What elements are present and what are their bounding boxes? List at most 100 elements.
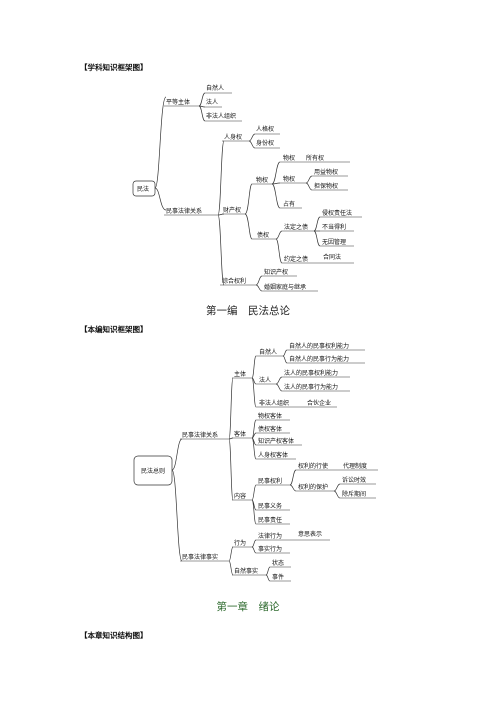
map1-bracket bbox=[313, 216, 321, 232]
map1-personal-right: 人身权 bbox=[224, 133, 242, 141]
map2-limitation: 诉讼时效 bbox=[342, 476, 366, 484]
map2-obj-person: 人身权客体 bbox=[258, 451, 288, 459]
map2-legal: 法人 bbox=[259, 376, 271, 384]
map2-bracket bbox=[333, 490, 341, 499]
map2-bracket bbox=[228, 377, 234, 440]
map1-usufruct: 用益物权 bbox=[314, 168, 338, 176]
chapter-title: 第一章 绪论 bbox=[216, 601, 280, 613]
map2-civil-right: 民事权利 bbox=[258, 477, 282, 485]
map1-bracket bbox=[271, 182, 281, 185]
map1-other-real-right-label: 物权 bbox=[283, 175, 295, 183]
map1-statutory-debt: 法定之债 bbox=[284, 223, 308, 231]
map2-fact: 民事法律事实 bbox=[182, 553, 218, 561]
part-title: 第一编 民法总论 bbox=[206, 305, 290, 317]
map2-partnership: 合伙企业 bbox=[307, 399, 331, 407]
map2-content: 内容 bbox=[234, 492, 246, 500]
map2-obj-debt: 债权客体 bbox=[258, 425, 282, 433]
map2-bracket bbox=[265, 566, 271, 576]
map2-legal-act: 法律行为 bbox=[258, 532, 282, 540]
map1-unjust-enrichment: 不当得利 bbox=[322, 223, 346, 231]
map1-ip: 知识产权 bbox=[264, 268, 288, 276]
map2-bracket bbox=[333, 483, 341, 492]
map2-bracket bbox=[282, 349, 288, 357]
map1-bracket bbox=[198, 105, 206, 122]
map2-relation: 民事法律关系 bbox=[182, 431, 218, 439]
map2-intent: 意思表示 bbox=[298, 530, 322, 538]
map2-civil-duty: 民事义务 bbox=[258, 502, 282, 510]
map1-bracket bbox=[271, 161, 281, 185]
map2-bracket bbox=[265, 574, 271, 582]
map1-identity-right: 身份权 bbox=[256, 139, 274, 147]
map1-bracket bbox=[217, 140, 225, 216]
map1-root: 民法 bbox=[137, 185, 149, 193]
map2-bracket bbox=[275, 383, 283, 392]
map2-bracket bbox=[251, 539, 257, 548]
discipline-map-heading: 【学科知识框架图】 bbox=[80, 63, 148, 72]
map1-real-right: 物权 bbox=[256, 176, 268, 184]
map1-branch-equal-subject bbox=[154, 96, 167, 189]
map1-possession: 占有 bbox=[283, 200, 295, 208]
map2-bracket bbox=[228, 546, 234, 562]
map2-object: 客体 bbox=[234, 430, 246, 438]
map2-bracket bbox=[275, 376, 283, 385]
map1-root-box bbox=[132, 180, 156, 197]
part-map-heading: 【本编知识框架图】 bbox=[80, 325, 148, 334]
map2-act: 行为 bbox=[234, 539, 246, 547]
map2-nat-capacity-act: 自然人的民事行为能力 bbox=[289, 355, 349, 363]
map2-bracket bbox=[251, 546, 257, 554]
map2-bracket bbox=[251, 377, 257, 408]
map1-legal-person: 法人 bbox=[206, 98, 218, 106]
map1-personality-right: 人格权 bbox=[256, 125, 274, 133]
map2-bracket bbox=[251, 484, 257, 501]
map2-bracket bbox=[289, 469, 297, 486]
map2-nonlegal: 非法人组织 bbox=[259, 399, 289, 407]
map2-protection: 权利的保护 bbox=[298, 483, 328, 491]
map2-root: 民法总则 bbox=[141, 467, 165, 475]
map1-contract-law: 合同法 bbox=[323, 253, 341, 261]
map1-bracket bbox=[255, 275, 263, 286]
map1-bracket bbox=[305, 182, 313, 191]
map1-comprehensive: 综合权利 bbox=[222, 277, 246, 285]
map2-exercise: 权利的行使 bbox=[298, 462, 328, 470]
map1-bracket bbox=[255, 284, 263, 292]
map1-bracket bbox=[275, 238, 283, 264]
map1-negotiorum: 无因管理 bbox=[322, 238, 346, 246]
map2-bracket bbox=[228, 438, 234, 501]
map1-non-legal-org: 非法人组织 bbox=[206, 112, 236, 120]
map1-tort: 侵权责任法 bbox=[322, 209, 352, 217]
chapter-map-heading: 【本章知识结构图】 bbox=[80, 631, 148, 640]
map2-bracket bbox=[289, 484, 297, 492]
map1-ownership-group: 物权 bbox=[283, 154, 295, 162]
map2-bracket bbox=[282, 355, 288, 364]
map1-bracket bbox=[198, 92, 206, 107]
map1-bracket bbox=[271, 183, 281, 209]
map1-bracket bbox=[217, 214, 225, 286]
map2-agency: 代理制度 bbox=[343, 462, 367, 470]
map2-nat-capacity-right: 自然人的民事权利能力 bbox=[289, 342, 349, 350]
map2-obj-thing: 物权客体 bbox=[258, 412, 282, 420]
map2-event: 事件 bbox=[272, 573, 284, 581]
map2-root-box bbox=[133, 455, 173, 486]
map2-state: 状态 bbox=[272, 559, 284, 567]
map1-property-right: 财产权 bbox=[223, 206, 241, 214]
map2-leg-capacity-act: 法人的民事行为能力 bbox=[284, 383, 338, 391]
map2-subject: 主体 bbox=[234, 370, 246, 378]
map1-bracket bbox=[244, 213, 253, 240]
map1-natural-person: 自然人 bbox=[206, 84, 224, 92]
map2-leg-capacity-right: 法人的民事权利能力 bbox=[284, 369, 338, 377]
map1-civil-relation: 民事法律关系 bbox=[166, 207, 202, 215]
map1-ownership: 所有权 bbox=[306, 154, 324, 162]
map1-equal-subject: 平等主体 bbox=[166, 98, 190, 106]
map2-natural: 自然人 bbox=[259, 348, 277, 356]
map2-bracket bbox=[251, 355, 257, 379]
map1-marriage: 婚姻家庭与继承 bbox=[264, 283, 306, 291]
map2-bracket bbox=[251, 437, 257, 460]
map2-obj-ip: 知识产权客体 bbox=[258, 437, 294, 445]
map1-contract-debt: 约定之债 bbox=[284, 255, 308, 263]
map2-exclusion: 除斥期间 bbox=[342, 490, 366, 498]
map1-bracket bbox=[313, 230, 321, 247]
map2-branch-fact bbox=[171, 469, 183, 562]
map2-natural-fact: 自然事实 bbox=[234, 567, 258, 575]
